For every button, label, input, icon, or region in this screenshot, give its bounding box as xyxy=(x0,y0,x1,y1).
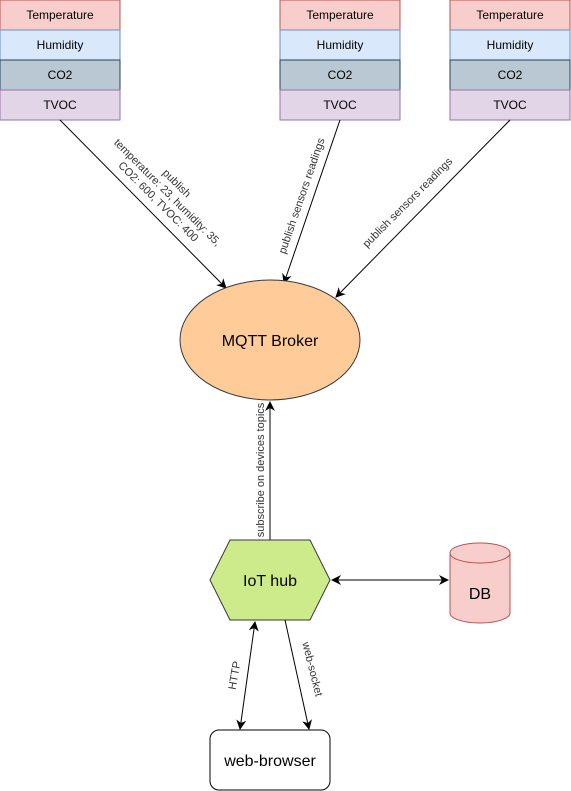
edge-label-device-3: publish sensors readings xyxy=(361,155,456,250)
device-3-co2-label: CO2 xyxy=(498,68,523,82)
device-3-tvoc-label: TVOC xyxy=(493,98,527,112)
web-browser-label: web-browser xyxy=(223,753,316,770)
web-browser-node xyxy=(209,729,331,791)
device-2-co2-cell xyxy=(279,59,401,91)
device-2-humidity-cell xyxy=(279,29,401,61)
iot-hub-node xyxy=(209,539,331,621)
edge-hub-browser-http xyxy=(236,621,259,730)
device-2-co2-label: CO2 xyxy=(328,68,353,82)
device-1-tvoc-cell xyxy=(0,89,121,121)
device-3: Temperature Humidity CO2 TVOC xyxy=(449,0,571,121)
device-1-temperature-cell xyxy=(0,0,121,31)
device-3-temperature-label: Temperature xyxy=(476,8,544,22)
device-3-tvoc-cell xyxy=(449,89,571,121)
device-1: Temperature Humidity CO2 TVOC xyxy=(0,0,121,121)
edge-device-1-to-broker xyxy=(59,119,227,289)
device-2-temperature-label: Temperature xyxy=(306,8,374,22)
iot-hub-label: IoT hub xyxy=(243,573,297,590)
db-node xyxy=(449,542,511,624)
device-1-co2-label: CO2 xyxy=(48,68,73,82)
device-1-humidity-cell xyxy=(0,29,121,61)
edge-device-3-to-broker xyxy=(335,119,511,298)
mqtt-broker-node xyxy=(179,279,361,401)
edge-label-device-1-line-3: CO2: 600, TVOC: 400 xyxy=(115,160,200,245)
mqtt-broker-label: MQTT Broker xyxy=(222,333,319,350)
device-2-tvoc-label: TVOC xyxy=(323,98,357,112)
edge-label-device-2: publish sensors readings xyxy=(277,136,328,255)
edge-label-hub-broker: subscribe on devices topics xyxy=(255,402,267,537)
edge-device-2-to-broker xyxy=(282,119,341,284)
device-2-temperature-cell xyxy=(279,0,401,31)
edge-label-device-1-line-2: temperature: 23, humidity: 35, xyxy=(111,137,223,249)
edge-label-http: HTTP xyxy=(227,660,244,690)
device-1-co2-cell xyxy=(0,59,121,91)
device-3-humidity-label: Humidity xyxy=(487,38,534,52)
device-2-humidity-label: Humidity xyxy=(317,38,364,52)
db-label: DB xyxy=(469,586,491,603)
device-1-humidity-label: Humidity xyxy=(37,38,84,52)
device-2: Temperature Humidity CO2 TVOC xyxy=(279,0,401,121)
edge-label-device-1: publish temperature: 23, humidity: 35, C… xyxy=(111,137,223,249)
device-1-temperature-label: Temperature xyxy=(26,8,94,22)
edge-hub-browser-websocket xyxy=(284,619,312,730)
edge-label-websocket: web-socket xyxy=(299,640,324,698)
device-2-tvoc-cell xyxy=(279,89,401,121)
device-1-tvoc-label: TVOC xyxy=(43,98,77,112)
